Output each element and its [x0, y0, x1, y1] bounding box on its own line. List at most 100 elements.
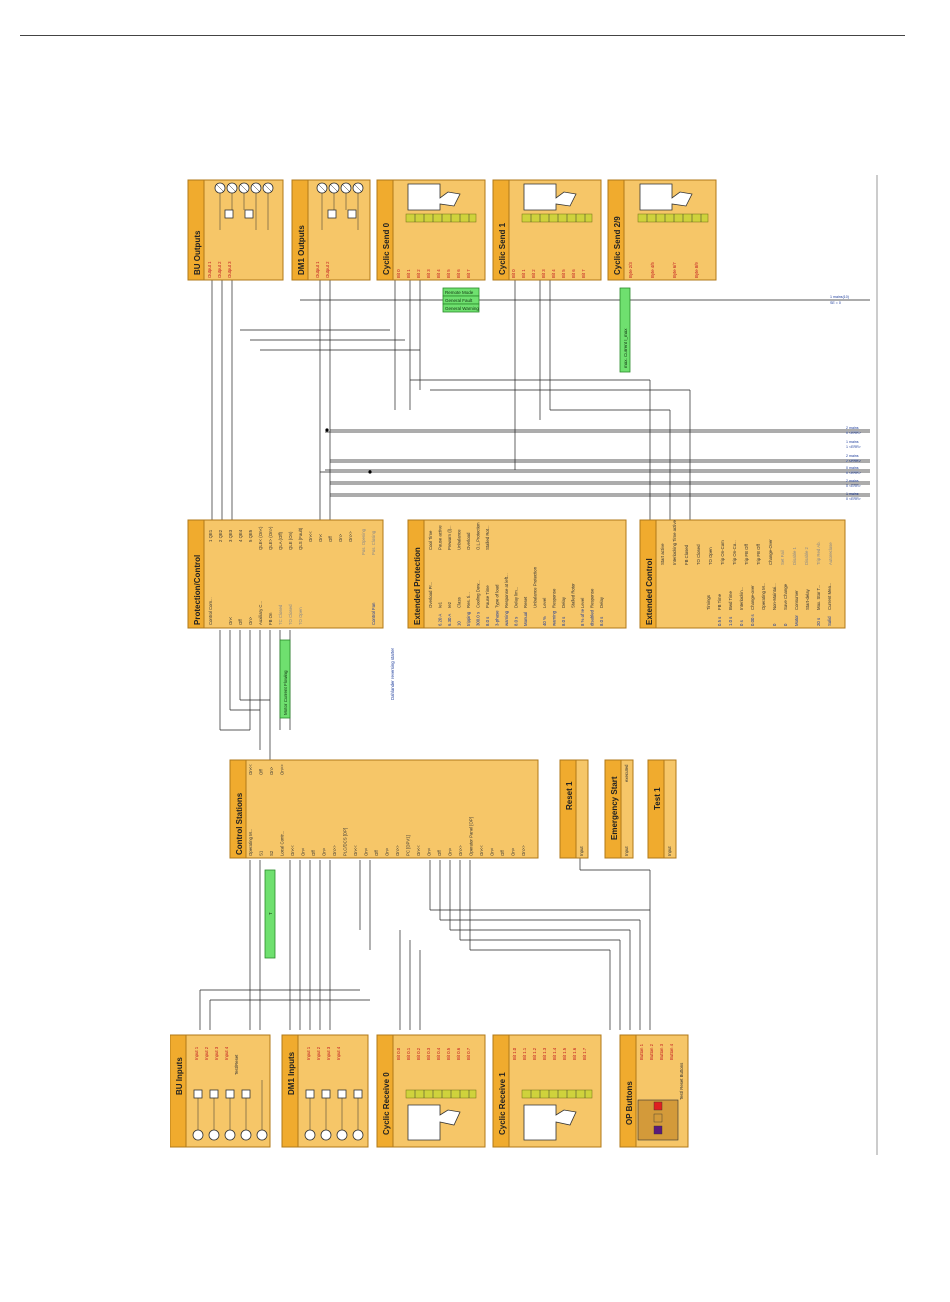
cs-input-label: Operator Panel [OP]	[469, 817, 474, 856]
ep-param-label: Level	[542, 598, 547, 608]
ec-param-value: Solid	[827, 616, 832, 626]
cs-input-label: On>>	[458, 845, 463, 856]
block-cyclic-send-29[interactable]: Cyclic Send 2/9 Byte 2/3 Byte 4/5 Byte 6…	[607, 179, 717, 281]
ec-output-label: Trip On-Co...	[732, 540, 737, 565]
send29-byte-67: Byte 6/7	[672, 262, 677, 278]
wiring	[199, 270, 870, 1030]
receive0-bit-label: Bit 0.7	[466, 1047, 471, 1060]
ep-param-value: Manual	[523, 612, 528, 626]
send0-bit-3: Bit 3	[426, 269, 431, 278]
signal-label: 0 <ERR>	[846, 497, 861, 501]
cs-input-label: Off	[374, 850, 379, 856]
ep-param-value: 8.0 s	[561, 617, 566, 626]
ep-param-value: 8.0 s	[599, 617, 604, 626]
cs-input-label: On<	[301, 847, 306, 856]
dm1-output-2-label: Output 2	[325, 261, 330, 278]
ep-param-label: Overload Pr...	[428, 582, 433, 608]
pc-left-item: TO Open	[298, 607, 303, 625]
block-bu-inputs[interactable]: BU Inputs Input 1 Input 2 Input 3 Input …	[170, 1034, 271, 1148]
ec-param-label: Current Mea...	[827, 583, 832, 610]
cs-output-label: On>>	[280, 764, 285, 775]
receive1-bit-label: Bit 1.3	[542, 1047, 547, 1060]
ec-output-label: Interlocking Time active	[672, 519, 677, 565]
block-dm1-inputs[interactable]: DM1 Inputs Input 1 Input 2 Input 3 Input…	[281, 1034, 369, 1148]
send1-bit-6: Bit 6	[571, 269, 576, 278]
block-op-buttons[interactable]: OP Buttons Button 1 Button 2 Button 3 Bu…	[619, 1034, 689, 1148]
pc-left-item: TO Closed	[288, 604, 293, 625]
wiring-diagram: BU Outputs Output 1 Output 2 Output 3 DM…	[170, 175, 878, 1155]
extended-protection-title: Extended Protection	[413, 547, 422, 625]
signal-label: 2 mains	[846, 426, 859, 430]
plc-device-icon	[637, 183, 709, 223]
dm1-input-label: Input 4	[336, 1046, 341, 1060]
dm1-input-label: Input 3	[326, 1046, 331, 1060]
top-signal-1: 1 mains(10)	[830, 295, 849, 299]
ep-output-label: Stalled Rot...	[485, 525, 490, 550]
block-extended-control[interactable]: Extended Control	[639, 519, 846, 629]
ec-output-label: TO Closed	[696, 544, 701, 565]
cs-output-label: On<<	[248, 764, 253, 775]
block-control-stations[interactable]: Control Stations	[229, 759, 539, 859]
ec-param-label: FB Time	[717, 593, 722, 610]
ec-param-value: 0.5 s	[717, 617, 722, 626]
block-bu-outputs[interactable]: BU Outputs Output 1 Output 2 Output 3	[187, 179, 284, 281]
block-test-1[interactable]: Test 1 Input	[647, 759, 677, 859]
cs-input-label: On<<	[290, 845, 295, 856]
ep-param-label: Delay	[599, 596, 604, 608]
send1-bit-5: Bit 5	[561, 269, 566, 278]
receive0-bit-label: Bit 0.1	[406, 1047, 411, 1060]
block-cyclic-send-0[interactable]: Cyclic Send 0 Bit 0 Bit 1 Bit 2 Bit 3 Bi…	[376, 179, 486, 281]
dm1-input-label: Input 1	[306, 1046, 311, 1060]
ec-param-label: Consumer	[794, 590, 799, 610]
ep-param-value: disabled	[590, 609, 595, 626]
pc-note: Dahlander reversing starter	[390, 647, 395, 700]
cs-input-label: S2	[269, 850, 274, 856]
protection-control-title: Protection/Control	[193, 555, 202, 625]
cs-output-label: Off	[259, 769, 264, 775]
status-tag-group: Remote Mode General Fault General Warnin…	[442, 287, 631, 373]
signal-label: 0 <ERR>	[846, 484, 861, 488]
block-dm1-outputs[interactable]: DM1 Outputs Output 1 Output 2	[291, 179, 371, 281]
cs-input-label: On>>	[332, 845, 337, 856]
ep-param-label: Pause Time	[485, 585, 490, 608]
pc-right-item: 5 QE5	[248, 529, 253, 542]
ep-param-value: 40 %	[542, 616, 547, 626]
block-emergency-start[interactable]: Emergency Start Input executed	[604, 759, 634, 859]
pc-right-item: 3 QE3	[228, 529, 233, 542]
ep-param-label: Level	[580, 598, 585, 608]
cs-input-label: On<<	[479, 845, 484, 856]
receive1-bit-label: Bit 1.4	[552, 1047, 557, 1060]
ep-param-label: Type of load	[495, 584, 500, 608]
block-reset-1[interactable]: Reset 1 Input	[559, 759, 589, 859]
ep-param-value: 3-phase	[495, 610, 500, 626]
control-stations-title: Control Stations	[235, 792, 244, 855]
op-button-label: Button 1	[639, 1043, 644, 1060]
bu-input-label: Test/Reset	[234, 1054, 239, 1075]
receive0-bit-label: Bit 0.5	[446, 1047, 451, 1060]
send0-bit-5: Bit 5	[446, 269, 451, 278]
cs-output-label: On>	[269, 766, 274, 775]
ec-param-label: Operating M...	[761, 583, 766, 610]
block-cyclic-send-1[interactable]: Cyclic Send 1 Bit 0 Bit 1 Bit 2 Bit 3 Bi…	[492, 179, 602, 281]
send1-bit-3: Bit 3	[541, 269, 546, 278]
cyclic-send-29-title: Cyclic Send 2/9	[613, 216, 622, 275]
ep-param-label: Class	[457, 597, 462, 608]
op-buttons-title: OP Buttons	[625, 1081, 634, 1125]
block-protection-control[interactable]: Protection/Control Control Com... On< Of…	[187, 519, 384, 629]
bu-input-label: Input 1	[194, 1046, 199, 1060]
pc-left-item: Auxiliary C...	[258, 601, 263, 625]
block-extended-protection[interactable]: Extended Protection	[407, 519, 627, 629]
cyclic-send-1-title: Cyclic Send 1	[498, 222, 507, 275]
send0-bit-2: Bit 2	[416, 269, 421, 278]
relay-contacts-icon	[316, 182, 364, 230]
ep-param-label: Unbalance Protection	[533, 566, 538, 608]
ep-param-label: Stalled Rotor	[571, 583, 576, 608]
send1-bit-1: Bit 1	[521, 269, 526, 278]
send1-bit-2: Bit 2	[531, 269, 536, 278]
general-warning-tag: General Warning	[445, 306, 479, 311]
cs-input-label: Operating M...	[248, 829, 253, 856]
ec-output-label: Disable 2	[804, 546, 809, 565]
